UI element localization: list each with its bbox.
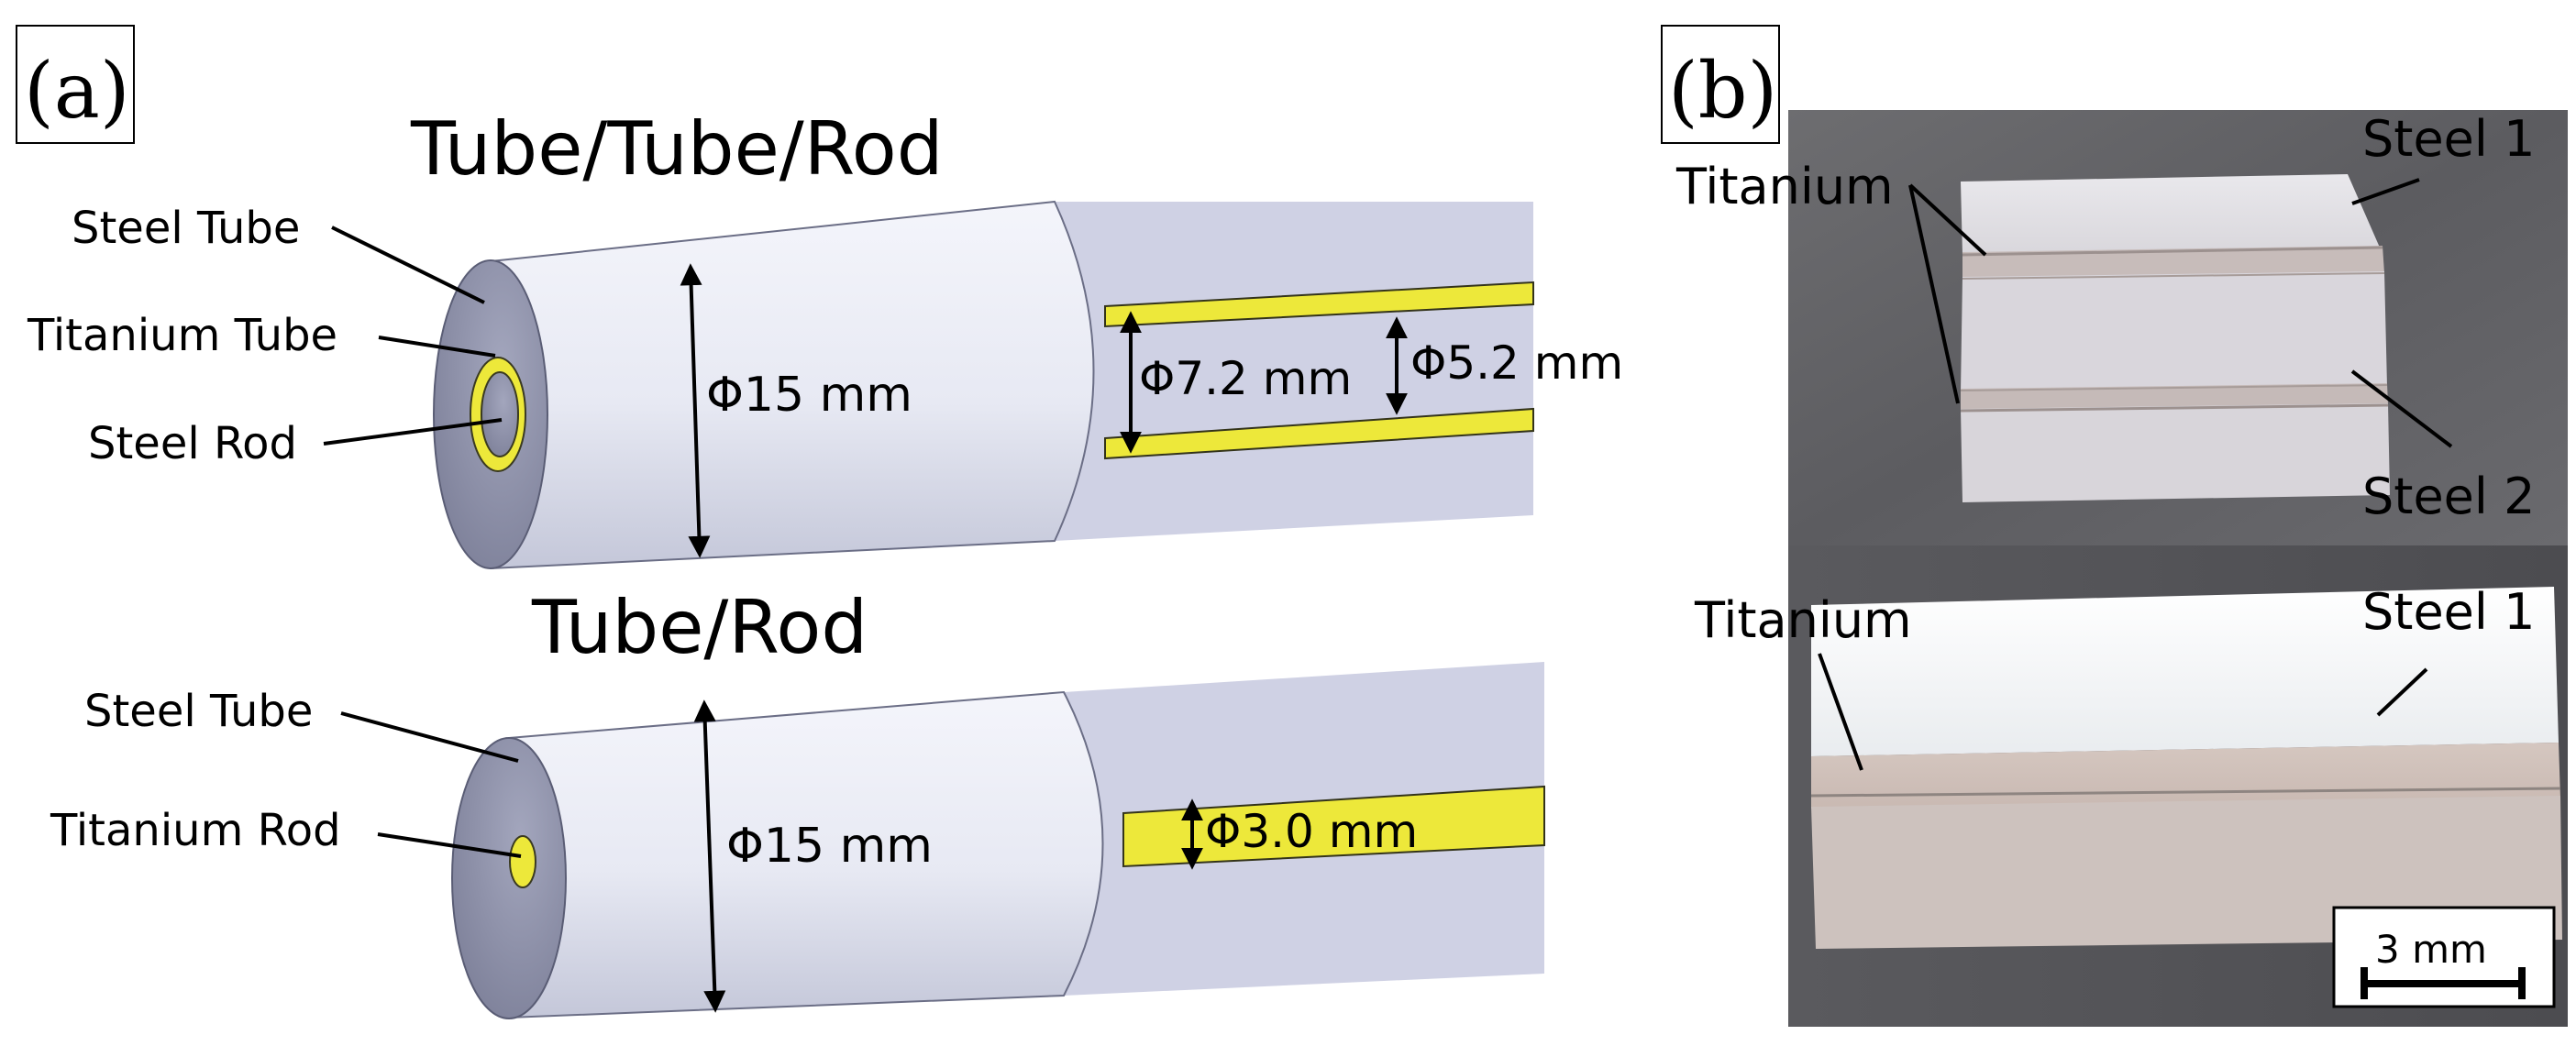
top-sample-seam-3	[1960, 384, 2388, 391]
leader-steel-tube-top	[331, 226, 485, 304]
leader-titanium-rod	[377, 832, 522, 858]
leader-b-steel1-top	[2351, 178, 2420, 205]
label-b-steel2: Steel 2	[2362, 468, 2535, 525]
top-sample-middle	[1961, 271, 2387, 392]
bottom-sample	[1810, 587, 2562, 949]
bottom-sample-seam	[1810, 787, 2561, 798]
top-title: Tube/Tube/Rod	[410, 106, 943, 192]
label-steel-tube-top: Steel Tube	[72, 203, 300, 254]
panel-a-letter-box	[16, 25, 135, 144]
bottom-ti-rod-face	[509, 835, 536, 888]
top-sample-steel2	[1961, 403, 2390, 502]
panel-b: (b) Titanium Steel 1 Steel 2 Titanium St…	[1661, 25, 2568, 1027]
bottom-sample-steel1	[1811, 587, 2559, 756]
leader-steel-tube-bottom	[340, 711, 519, 763]
leader-titanium-tube	[378, 336, 496, 358]
leader-b-titanium-bottom	[1818, 653, 1863, 771]
label-b-titanium-bottom: Titanium	[1694, 591, 1912, 649]
dim-ti-outer: Φ7.2 mm	[1139, 352, 1352, 405]
top-sample	[1960, 174, 2390, 502]
top-ti-wall-lower	[1104, 407, 1534, 460]
tube-tube-rod-model	[433, 200, 1534, 570]
leader-b-titanium-top-2	[1908, 184, 1960, 404]
dim-outer-bottom: Φ15 mm	[726, 819, 933, 874]
top-sample-seam-2	[1962, 272, 2385, 280]
leader-b-steel2	[2350, 369, 2453, 448]
label-titanium-rod: Titanium Rod	[50, 805, 341, 856]
dim-arrow-outer-top	[680, 263, 711, 558]
bottom-cylinder-body	[508, 690, 1104, 1019]
top-steel-rod-face	[481, 371, 519, 457]
panel-a: (a) Tube/Tube/Rod Steel Tube Titanium Tu…	[16, 25, 1623, 1019]
dim-outer-top: Φ15 mm	[706, 368, 912, 423]
bottom-ti-rod-section	[1122, 785, 1545, 868]
top-sample-steel1	[1961, 174, 2380, 255]
top-cylinder-body	[490, 200, 1095, 570]
top-sample-seam-1	[1962, 246, 2383, 257]
panel-a-letter: (a)	[24, 46, 130, 136]
label-titanium-tube: Titanium Tube	[27, 310, 337, 361]
label-b-titanium-top: Titanium	[1675, 158, 1894, 215]
scale-bar-label: 3 mm	[2375, 927, 2487, 972]
bottom-sample-ti	[1811, 743, 2560, 809]
leader-steel-rod	[323, 418, 503, 446]
dim-rod: Φ3.0 mm	[1205, 805, 1418, 858]
bottom-end-face	[451, 737, 567, 1019]
dim-ti-inner: Φ5.2 mm	[1410, 336, 1623, 390]
bottom-title: Tube/Rod	[531, 585, 868, 670]
top-cutaway	[1055, 202, 1533, 541]
panel-b-letter-box	[1661, 25, 1780, 144]
leader-b-titanium-top-1	[1908, 183, 1987, 257]
label-steel-rod: Steel Rod	[88, 418, 297, 469]
scale-bar-box	[2332, 906, 2556, 1008]
tube-rod-model	[451, 662, 1545, 1019]
top-sample-ti-lower	[1961, 383, 2388, 411]
dim-arrow-outer-bottom	[693, 699, 726, 1013]
label-b-steel1-top: Steel 1	[2362, 110, 2535, 168]
panel-b-letter: (b)	[1668, 46, 1777, 136]
label-b-steel1-bottom: Steel 1	[2362, 583, 2535, 641]
top-ti-wall-upper	[1104, 281, 1534, 328]
top-sample-seam-4	[1960, 403, 2389, 413]
label-steel-tube-bottom: Steel Tube	[84, 686, 313, 737]
leader-b-steel1-bottom	[2376, 667, 2428, 717]
